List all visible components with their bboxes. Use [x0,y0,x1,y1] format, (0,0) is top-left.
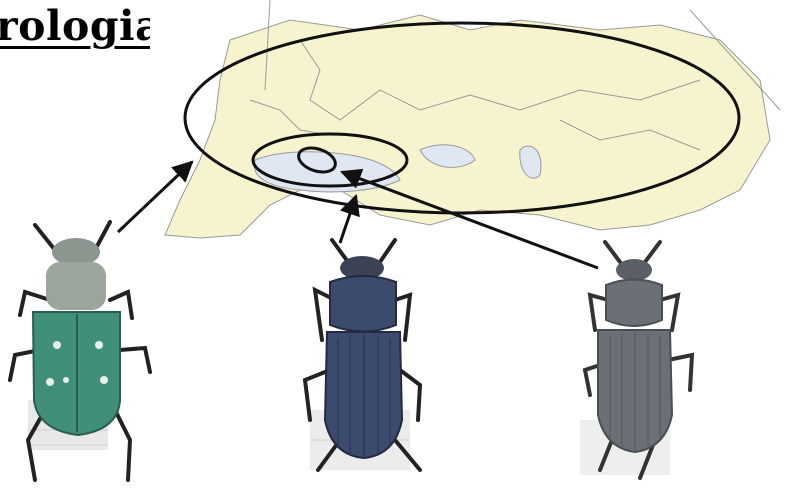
landmass [165,15,770,238]
grey-ground-beetle [580,242,692,478]
blue-ground-beetle [305,240,420,470]
green-spotted-beetle [10,222,150,480]
europe-asia-map [150,0,790,240]
